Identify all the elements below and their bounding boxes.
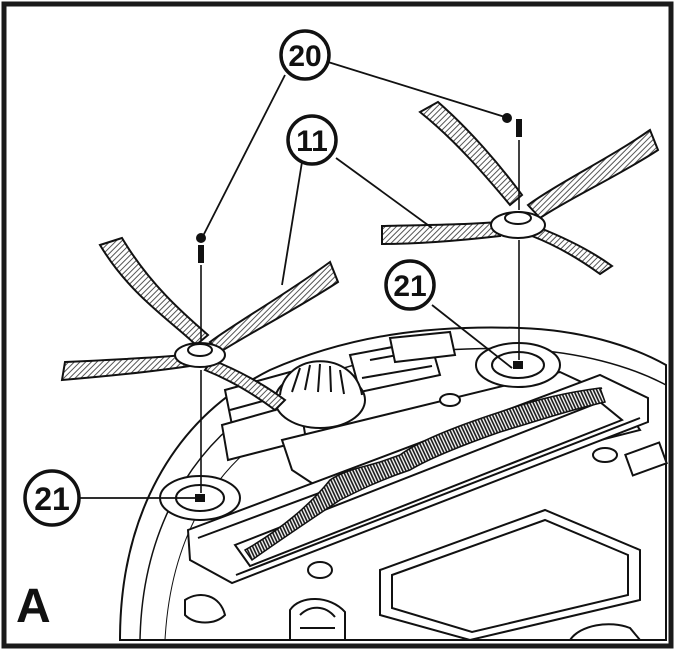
callout-20: 20 — [279, 29, 331, 81]
svg-text:21: 21 — [393, 270, 426, 303]
callout-21-right: 21 — [384, 259, 436, 311]
left-side-brush — [60, 236, 340, 412]
dust-bin-window — [379, 508, 641, 642]
svg-text:21: 21 — [34, 481, 70, 517]
callout-21-left: 21 — [23, 469, 81, 527]
leader-lines — [80, 61, 513, 499]
callout-11: 11 — [286, 114, 338, 166]
right-brush-shaft-mount — [475, 342, 561, 388]
left-screw — [196, 233, 206, 263]
assembly-lines — [200, 140, 520, 493]
right-screw — [502, 113, 522, 137]
right-side-brush — [381, 100, 660, 276]
svg-text:20: 20 — [288, 40, 321, 73]
main-roller-brush — [243, 387, 606, 562]
panel-letter: A — [16, 580, 51, 633]
robot-details — [184, 393, 668, 641]
caster-wheel — [274, 360, 366, 429]
svg-text:11: 11 — [296, 125, 328, 158]
